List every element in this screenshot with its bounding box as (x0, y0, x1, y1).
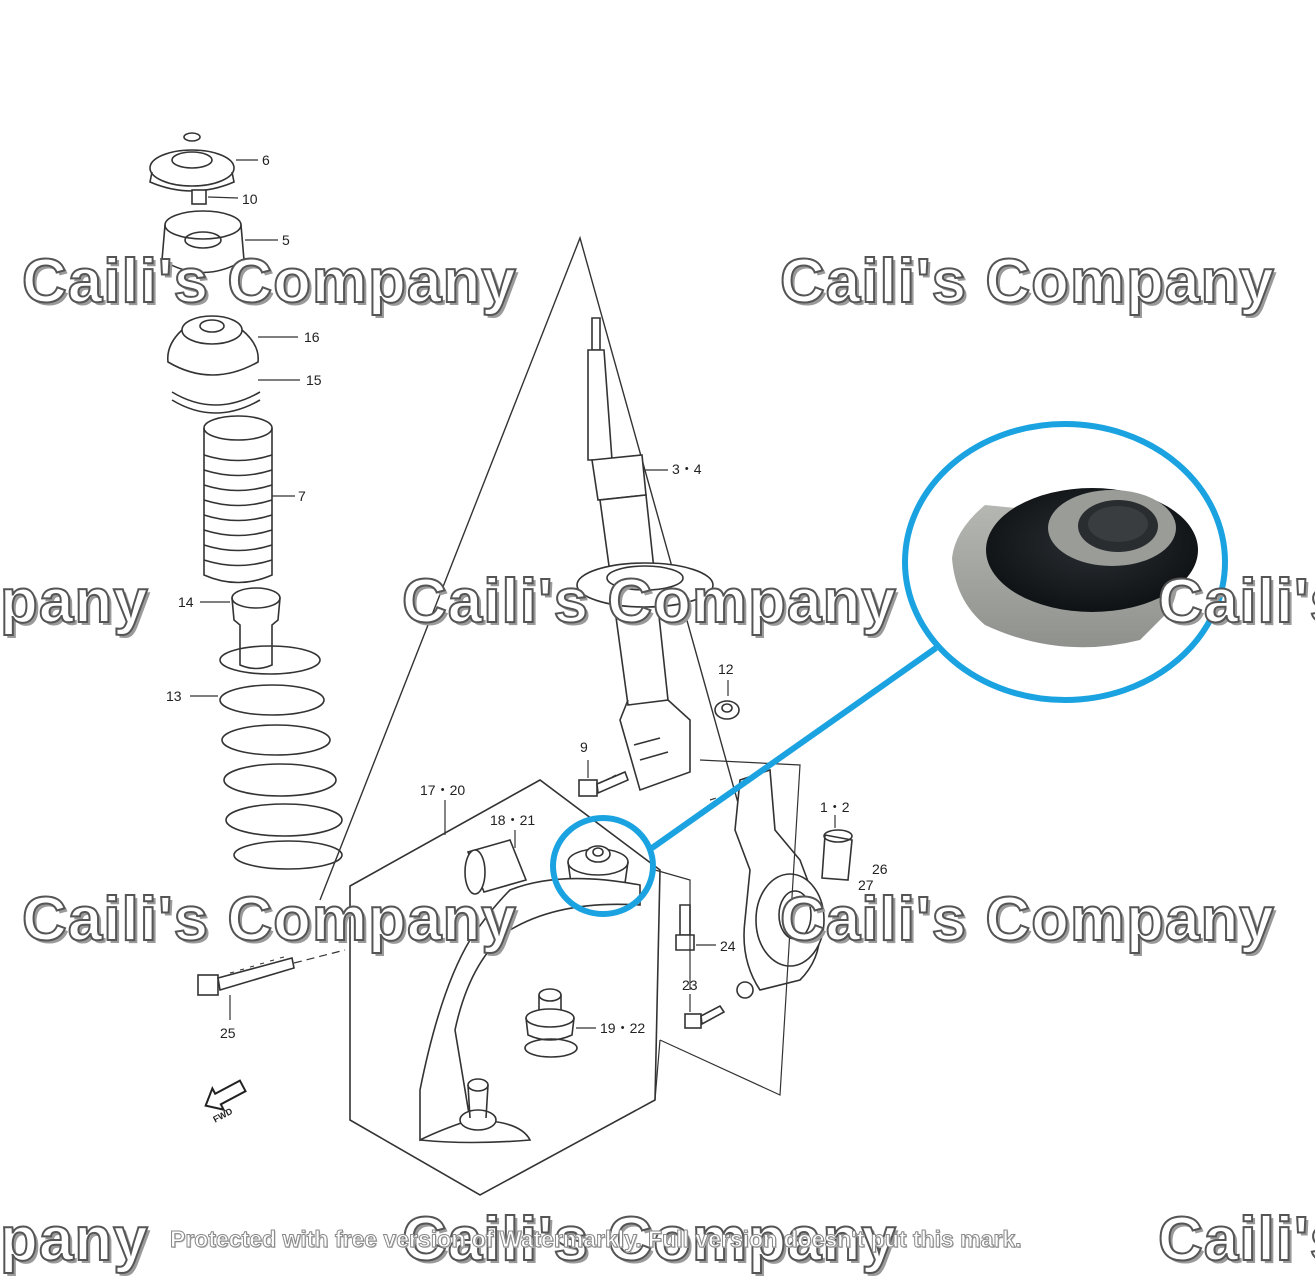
watermark-footer-note: Protected with free version of Watermark… (170, 1226, 1023, 1253)
watermark-fragment-right: Caili's (1157, 1204, 1315, 1275)
highlight-circle-small (550, 815, 656, 917)
bushing-18-21 (464, 830, 528, 895)
label-17-20: 17・20 (420, 782, 465, 798)
label-14: 14 (178, 594, 194, 610)
watermark-text: Caili's Company (401, 566, 897, 637)
label-6: 6 (262, 152, 270, 168)
strut-mount-6 (149, 132, 235, 192)
insulator-15 (171, 391, 261, 414)
coil-spring-13 (219, 645, 343, 870)
label-15: 15 (306, 372, 322, 388)
label-26: 26 (872, 861, 888, 877)
nut-10 (191, 189, 207, 205)
part-labels: 6 10 5 16 15 7 14 13 3・4 12 9 17・20 18・2… (166, 152, 888, 1124)
label-23: 23 (682, 977, 698, 993)
bearing-5 (161, 210, 245, 274)
label-24: 24 (720, 938, 736, 954)
lower-control-arm (419, 877, 641, 1144)
bolt-25 (197, 949, 346, 1020)
label-9: 9 (580, 739, 588, 755)
bump-stop-14 (231, 587, 281, 670)
watermark-text: Caili's Company (401, 1204, 897, 1275)
label-10: 10 (242, 191, 258, 207)
label-19-22: 19・22 (600, 1020, 645, 1036)
dust-boot-7 (203, 415, 273, 584)
label-7: 7 (298, 488, 306, 504)
label-12: 12 (718, 661, 734, 677)
nut-12 (714, 680, 740, 720)
label-18-21: 18・21 (490, 812, 535, 828)
highlight-callout (550, 421, 1228, 917)
watermark-text: Caili's Company (21, 884, 517, 955)
watermark-text: Caili's Company (779, 246, 1275, 317)
seat-16 (166, 315, 259, 376)
bolt-23 (684, 994, 726, 1029)
label-3-4: 3・4 (672, 461, 702, 477)
bolt-24 (675, 904, 716, 951)
highlight-circle-large (902, 421, 1228, 703)
watermark-text: Caili's Company (779, 884, 1275, 955)
fwd-arrow-icon (204, 1079, 247, 1112)
label-5: 5 (282, 232, 290, 248)
steering-knuckle (734, 768, 853, 999)
rubber-bushing-photo (905, 424, 1225, 700)
watermark-fragment-left: pany (0, 566, 149, 637)
watermark-text: Caili's Company (21, 246, 517, 317)
bolt-9 (578, 760, 630, 797)
watermark-fragment-right: Caili's (1157, 566, 1315, 637)
label-13: 13 (166, 688, 182, 704)
bushing-19-22 (524, 988, 596, 1058)
label-1-2: 1・2 (820, 799, 850, 815)
label-27: 27 (858, 877, 874, 893)
label-25: 25 (220, 1025, 236, 1041)
line-art (149, 132, 853, 1196)
watermark-fragment-left: pany (0, 1204, 149, 1275)
label-16: 16 (304, 329, 320, 345)
shock-absorber-3-4 (576, 317, 714, 792)
